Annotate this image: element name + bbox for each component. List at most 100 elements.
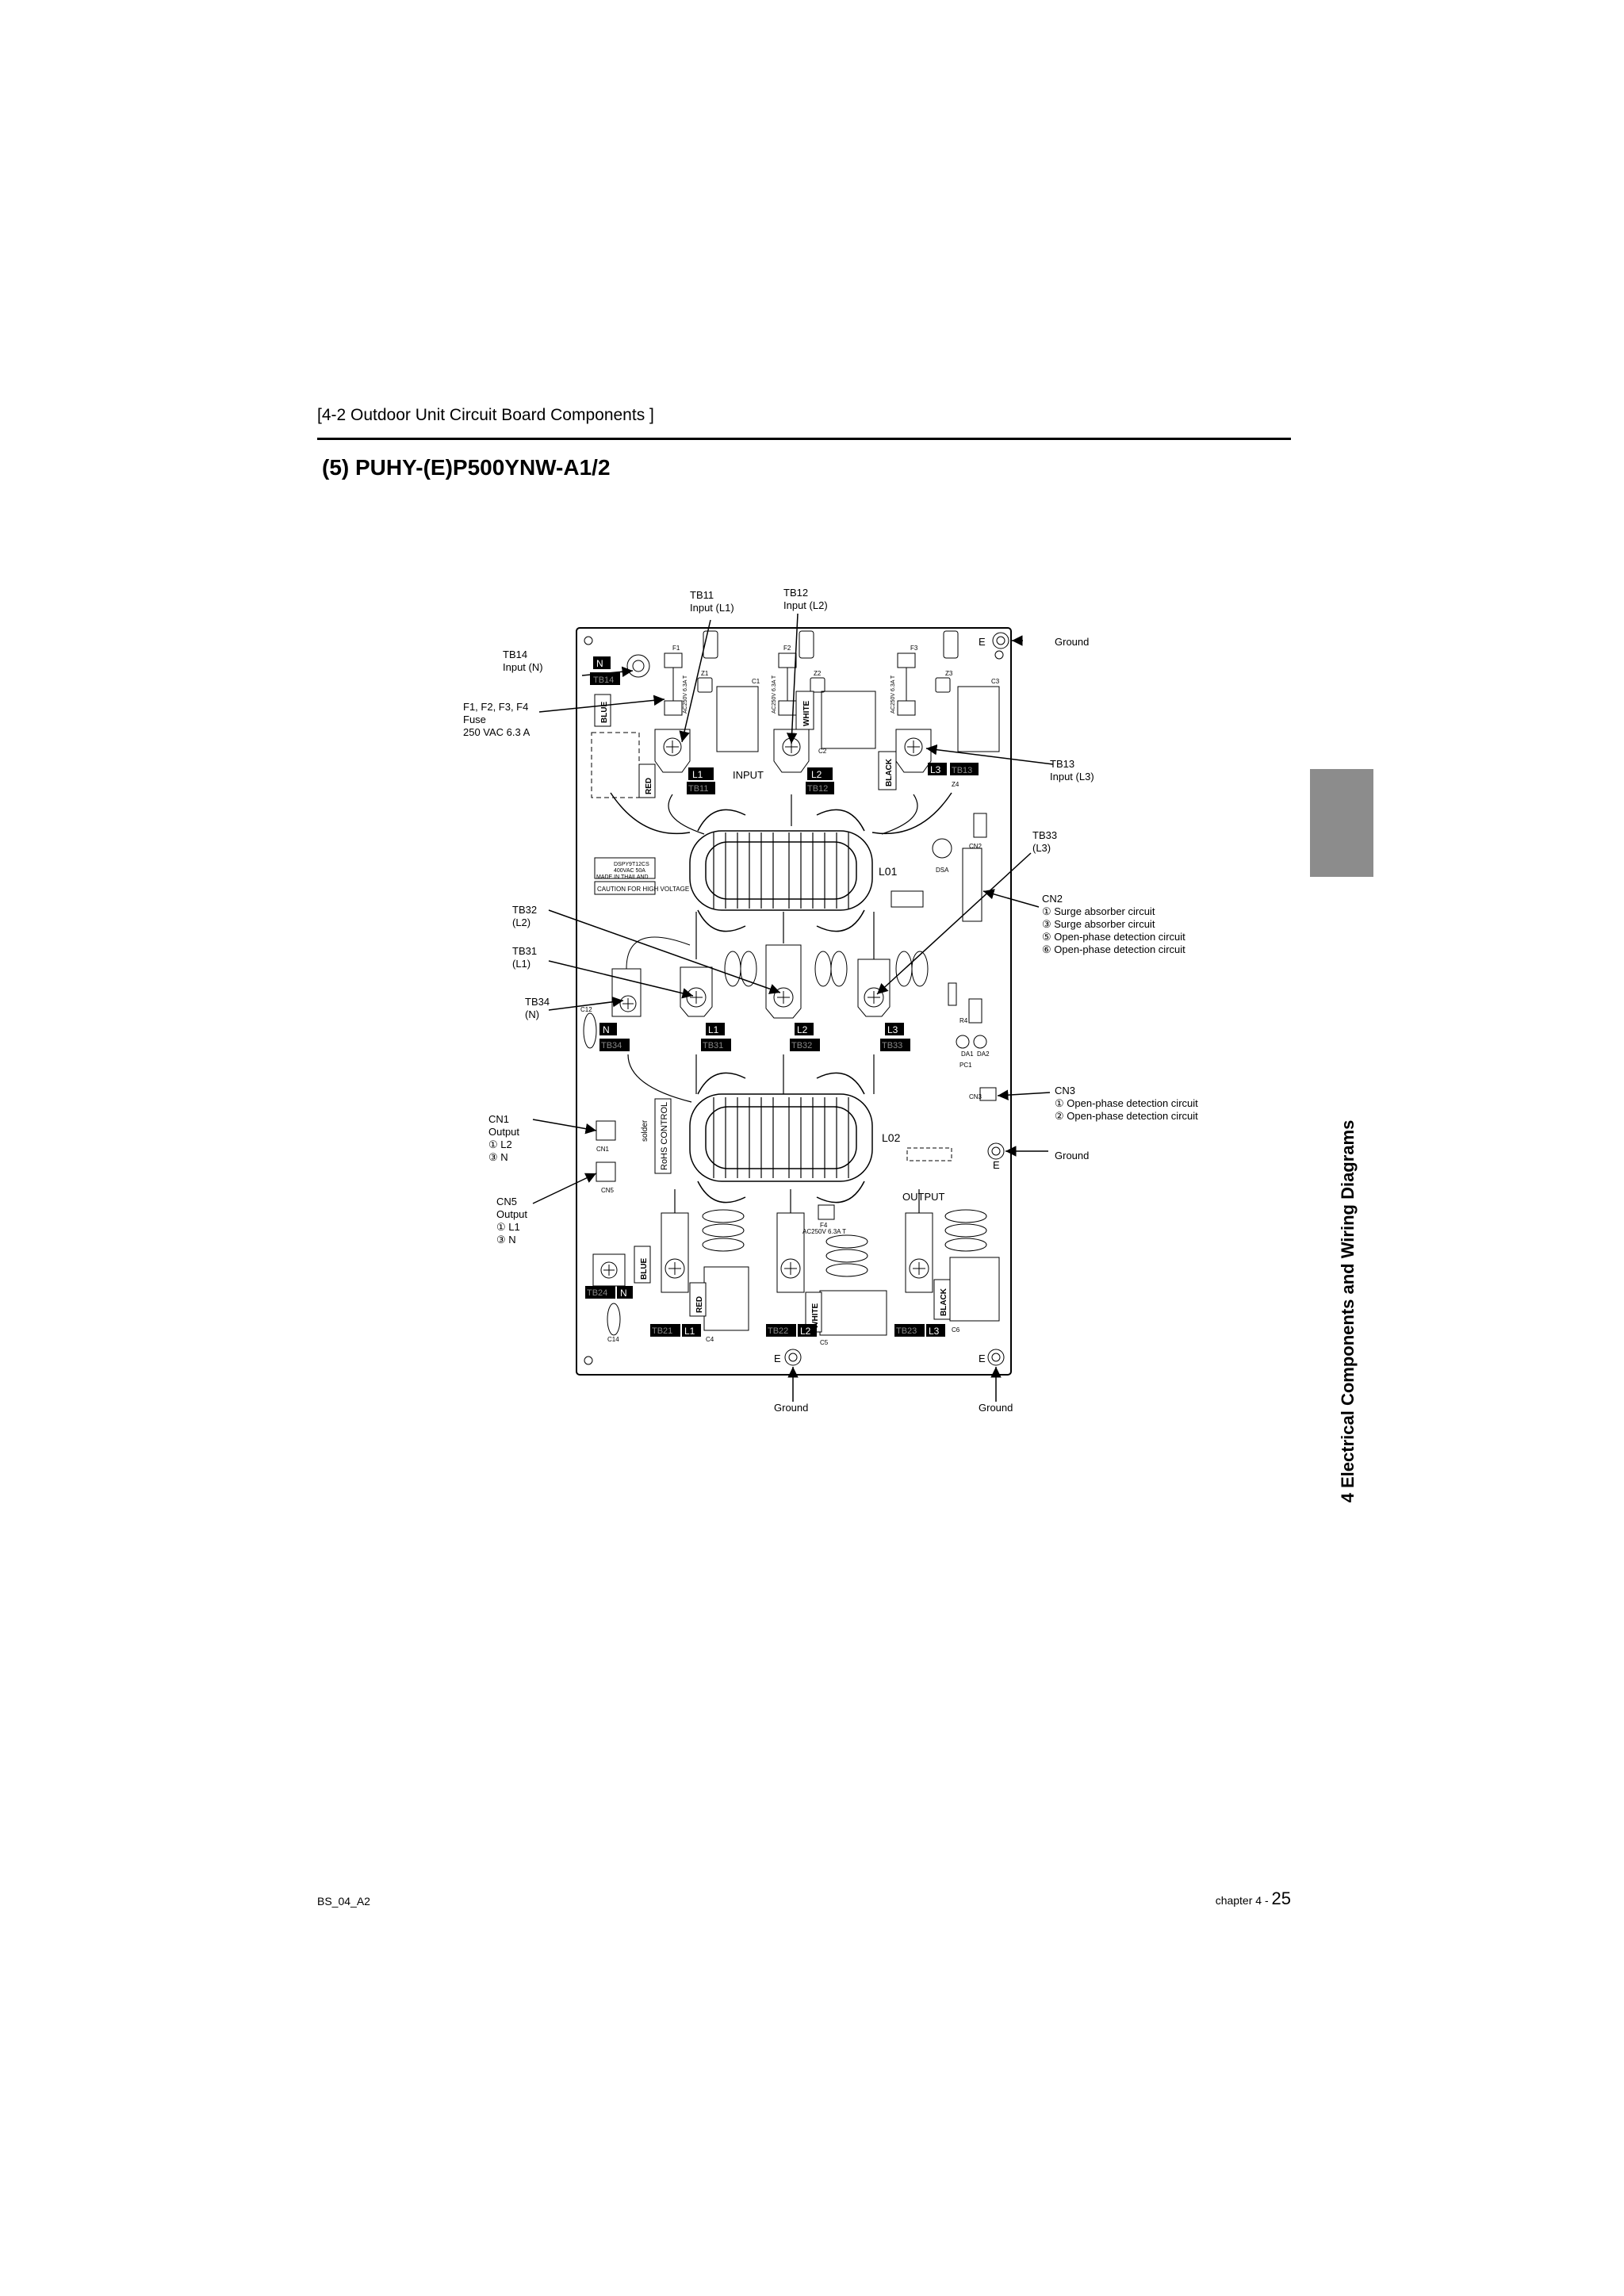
c3-label: C3 [991, 678, 1000, 685]
l01-label: L01 [879, 865, 898, 878]
fuse-f1 [664, 652, 683, 716]
page-number: chapter 4 - 25 [1215, 1888, 1291, 1908]
fuse-rating-f1: AC250V 6.3A T [683, 675, 688, 714]
c5-label: C5 [820, 1339, 829, 1346]
f2-label: F2 [783, 645, 791, 652]
dsa-label: DSA [936, 867, 949, 874]
l1-badge-top: L1 [692, 769, 703, 780]
callout-tb33: TB33(L3) [1032, 829, 1058, 854]
black-wire-top: BLACK [885, 758, 894, 786]
ground-terminal-mid [987, 1142, 1005, 1160]
l3-badge-bottom: L3 [929, 1326, 940, 1337]
warn-code: DSPY9T12CS [614, 862, 649, 867]
ground-mark-br: E [979, 1353, 986, 1364]
fuse-rating-f3: AC250V 6.3A T [891, 675, 896, 714]
c4-label: C4 [706, 1336, 714, 1343]
cn1-board-label: CN1 [596, 1146, 610, 1153]
callout-ground-top: Ground [1055, 636, 1090, 648]
warn-caution: CAUTION FOR HIGH VOLTAGE [597, 886, 689, 893]
callout-tb34: TB34(N) [525, 996, 550, 1020]
callout-ground-bottom-right: Ground [979, 1402, 1013, 1414]
tb14-n-badge: N [596, 658, 603, 669]
tb14-badge: TB14 [593, 675, 614, 685]
c1-label: C1 [752, 678, 760, 685]
r4-label: R4 [959, 1017, 968, 1024]
l1-badge-mid: L1 [708, 1024, 719, 1035]
c12-label: C12 [580, 1006, 592, 1013]
blue-wire-top: BLUE [600, 701, 609, 723]
tb12-badge: TB12 [807, 784, 828, 794]
tb24-badge: TB24 [587, 1288, 607, 1298]
l3-badge-mid: L3 [887, 1024, 898, 1035]
z1-label: Z1 [701, 670, 709, 677]
blue-wire-bottom: BLUE [640, 1257, 649, 1280]
tb22-badge: TB22 [768, 1326, 788, 1336]
callout-tb32: TB32(L2) [512, 904, 538, 928]
l3-badge-top: L3 [930, 764, 941, 775]
f3-label: F3 [910, 645, 918, 652]
page-title: (5) PUHY-(E)P500YNW-A1/2 [322, 455, 611, 480]
warn-origin: MADE IN THAILAND [596, 874, 649, 880]
red-wire-bottom: RED [695, 1296, 704, 1313]
ground-terminal-bottom-right [987, 1349, 1005, 1366]
toroid-l01 [610, 792, 952, 932]
tb33-badge: TB33 [882, 1041, 902, 1050]
tb34-n-badge: N [603, 1024, 610, 1035]
warn-rating: 400VAC 50A [614, 868, 645, 874]
callout-tb31: TB31(L1) [512, 945, 538, 970]
tb14-terminal [626, 654, 650, 678]
doc-id: BS_04_A2 [317, 1895, 370, 1908]
red-wire-top: RED [645, 778, 653, 794]
l2-badge-mid: L2 [797, 1024, 808, 1035]
cn5-board-label: CN5 [601, 1187, 615, 1194]
f1-label: F1 [672, 645, 680, 652]
z2-label: Z2 [814, 670, 822, 677]
cn3-board-label: CN3 [969, 1093, 982, 1100]
tb24-n-badge: N [620, 1288, 627, 1299]
l1-badge-bottom: L1 [684, 1326, 695, 1337]
rohs-label: RoHS CONTROL [660, 1102, 669, 1170]
ground-terminal-bottom-left [784, 1349, 802, 1366]
callout-ground-mid: Ground [1055, 1150, 1090, 1161]
l2-badge-top: L2 [811, 769, 822, 780]
input-label: INPUT [733, 769, 764, 781]
z3-label: Z3 [945, 670, 953, 677]
tb31-badge: TB31 [703, 1041, 723, 1050]
ground-terminal-top [992, 632, 1009, 649]
da2-label: DA2 [977, 1050, 990, 1058]
chapter-tab[interactable] [1310, 769, 1373, 877]
fuse-rating-f2: AC250V 6.3A T [772, 675, 777, 714]
l2-badge-bottom: L2 [800, 1326, 811, 1337]
ground-mark-bl: E [774, 1353, 781, 1364]
section-header: [4-2 Outdoor Unit Circuit Board Componen… [317, 406, 654, 424]
ground-mark-mid: E [993, 1159, 1000, 1171]
ground-mark-top: E [979, 636, 986, 648]
callout-ground-bottom-left: Ground [774, 1402, 809, 1414]
tb13-badge: TB13 [952, 766, 972, 775]
output-label: OUTPUT [902, 1191, 945, 1203]
white-wire-bottom: WHITE [811, 1303, 820, 1329]
tb23-badge: TB23 [896, 1326, 917, 1336]
cn2-board-label: CN2 [969, 843, 982, 850]
black-wire-bottom: BLACK [940, 1288, 948, 1316]
high-voltage-warning [594, 857, 656, 895]
white-wire-top: WHITE [802, 700, 811, 726]
fuse-f3 [897, 652, 916, 716]
tb21-badge: TB21 [652, 1326, 672, 1336]
fuse-rating-f4: AC250V 6.3A T [802, 1228, 846, 1235]
pc1-label: PC1 [959, 1062, 972, 1069]
l02-label: L02 [882, 1131, 901, 1144]
f4-label: F4 [820, 1222, 828, 1229]
tb11-badge: TB11 [688, 784, 708, 794]
toroid-l02 [689, 1072, 873, 1203]
